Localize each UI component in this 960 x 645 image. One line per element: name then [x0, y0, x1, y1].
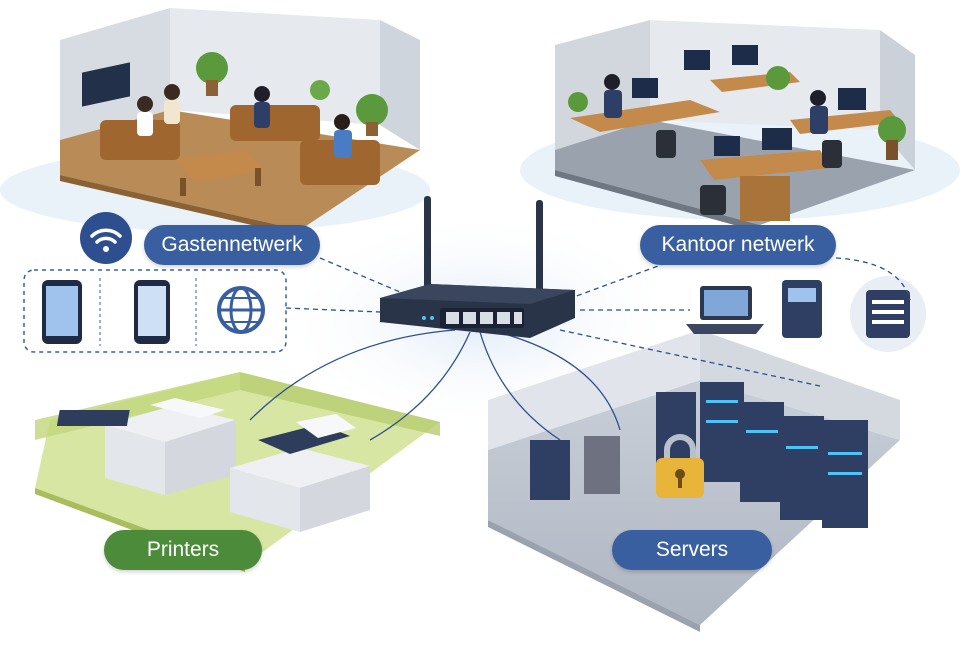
printers-label: Printers [104, 530, 262, 570]
printer-icon [230, 414, 370, 532]
network-storage-icon [850, 276, 926, 352]
office-network-label: Kantoor netwerk [640, 225, 836, 265]
servers-label: Servers [612, 530, 772, 570]
connection-lines [249, 257, 911, 441]
guest-devices-panel [23, 269, 287, 353]
desktop-tower-icon [782, 280, 822, 338]
laptop-icon [686, 286, 764, 334]
phone-icon [134, 280, 170, 344]
guest-room [0, 8, 430, 236]
lock-icon [656, 434, 704, 498]
globe-icon [217, 286, 265, 334]
printer-icon [56, 398, 235, 495]
server-room [488, 330, 900, 632]
guest-network-label: Gastennetwerk [144, 225, 320, 265]
tablet-icon [42, 280, 82, 344]
office-room [520, 20, 960, 232]
wifi-icon [80, 212, 132, 264]
router-icon [380, 196, 575, 338]
